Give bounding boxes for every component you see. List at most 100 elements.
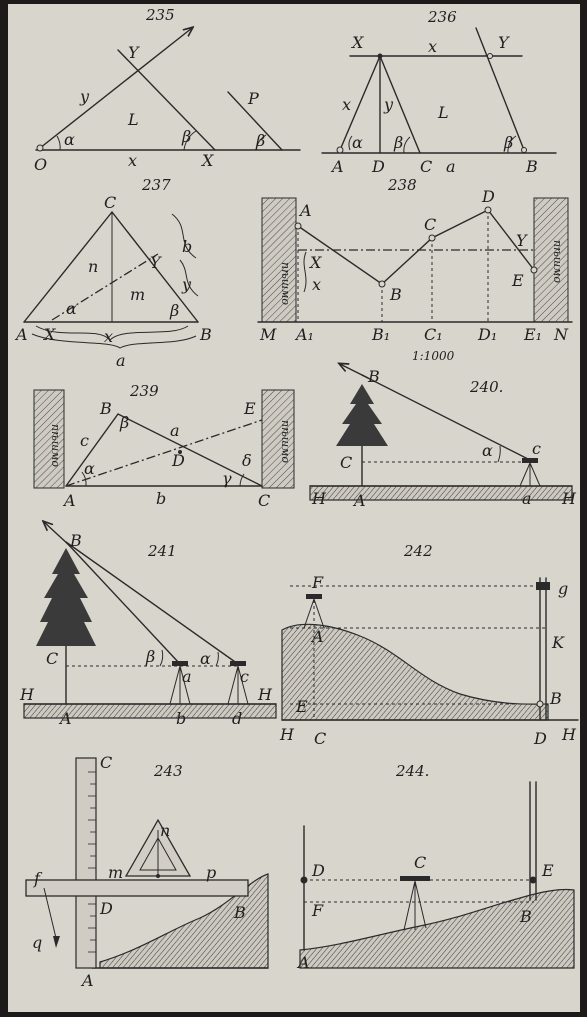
label: C <box>100 753 112 772</box>
label: m <box>108 863 123 882</box>
label: β <box>145 647 155 666</box>
label: x <box>342 95 351 114</box>
label: N <box>553 325 569 344</box>
hill <box>299 888 575 969</box>
label: γ <box>222 469 232 488</box>
label: y <box>383 95 394 114</box>
wall-label: пѣшмо <box>551 240 564 283</box>
figure-243: 243 C n m p f D B q A <box>25 753 269 990</box>
wall-label: пѣшмо <box>279 420 292 463</box>
label: H <box>311 489 327 508</box>
label: A <box>330 157 344 176</box>
label: E₁ <box>523 325 542 344</box>
label: q <box>32 933 42 952</box>
label: H <box>279 725 295 744</box>
label: D <box>99 899 113 918</box>
label: c <box>80 431 89 450</box>
figure-242: 242 F g K A E B H C D H <box>279 542 579 748</box>
label: x <box>104 327 113 346</box>
scale-label: 1:1000 <box>412 349 455 363</box>
label: y <box>79 87 90 106</box>
label: n <box>160 821 170 840</box>
figure-238: 238 пѣшмо пѣшмо A C D X x Y B E M A₁ B₁ … <box>257 176 573 363</box>
label: A <box>296 953 310 972</box>
label: C <box>46 649 58 668</box>
label: B <box>99 399 112 418</box>
label: C <box>314 729 326 748</box>
label: B <box>549 689 562 708</box>
wall-label: пѣшмо <box>279 262 292 305</box>
figure-number: 236 <box>427 8 457 26</box>
wall-right <box>533 197 569 323</box>
label: a <box>446 157 456 176</box>
label: β <box>181 127 191 146</box>
label: a <box>522 489 532 508</box>
label: g <box>558 579 568 598</box>
label: d <box>232 709 242 728</box>
label: A <box>62 491 76 510</box>
label: δ <box>242 451 252 470</box>
label: b <box>176 709 186 728</box>
figure-237: 237 C b n Y m y α β A X x B a <box>14 176 212 370</box>
label: O <box>34 155 47 174</box>
label: H <box>257 685 273 704</box>
label: D <box>533 729 547 748</box>
figure-240: 240. B C α c H A a H <box>309 364 577 510</box>
label: X <box>350 33 364 52</box>
label: B <box>389 285 402 304</box>
figure-239: 239 пѣшмо пѣшмо B β a E c D δ α A b γ C <box>33 382 295 510</box>
label: X <box>42 325 56 344</box>
label: D <box>371 157 385 176</box>
label: A <box>80 971 94 990</box>
label: A <box>352 491 366 510</box>
label: B <box>519 907 532 926</box>
label: C <box>104 193 116 212</box>
label: A <box>14 325 28 344</box>
label: y <box>181 275 192 294</box>
label: a <box>182 667 192 686</box>
label: X <box>308 253 322 272</box>
figure-number: 238 <box>387 176 417 194</box>
label: E <box>295 697 308 716</box>
label: D₁ <box>477 325 497 344</box>
label: A <box>310 627 324 646</box>
figure-number: 244. <box>395 762 429 780</box>
label: H <box>19 685 35 704</box>
label: Y <box>498 33 510 52</box>
label: B₁ <box>371 325 390 344</box>
level-board <box>25 879 249 897</box>
label: E <box>511 271 524 290</box>
figure-number: 241 <box>147 542 177 560</box>
label: β <box>169 301 179 320</box>
label: α <box>200 649 211 668</box>
label: C <box>420 157 432 176</box>
label: A <box>298 201 312 220</box>
label: Y <box>516 231 528 250</box>
label: D <box>171 451 185 470</box>
label: c <box>240 667 249 686</box>
figure-number: 242 <box>403 542 433 560</box>
label: D <box>311 861 325 880</box>
label: m <box>130 285 145 304</box>
label: n <box>88 257 98 276</box>
label: α <box>64 130 75 149</box>
wall-left <box>33 389 65 489</box>
staff <box>75 757 97 969</box>
tree-icon <box>36 548 96 646</box>
label: X <box>200 151 214 170</box>
label: C <box>424 215 436 234</box>
label: B <box>199 325 212 344</box>
label: F <box>311 901 324 920</box>
label: L <box>127 110 139 129</box>
label: c <box>532 439 541 458</box>
figure-number: 237 <box>141 176 171 194</box>
label: a <box>170 421 180 440</box>
label: C <box>258 491 270 510</box>
figure-number: 240. <box>469 378 503 396</box>
ground <box>309 485 573 501</box>
label: M <box>259 325 277 344</box>
label: P <box>247 89 259 108</box>
label: B <box>69 531 82 550</box>
label: E <box>243 399 256 418</box>
